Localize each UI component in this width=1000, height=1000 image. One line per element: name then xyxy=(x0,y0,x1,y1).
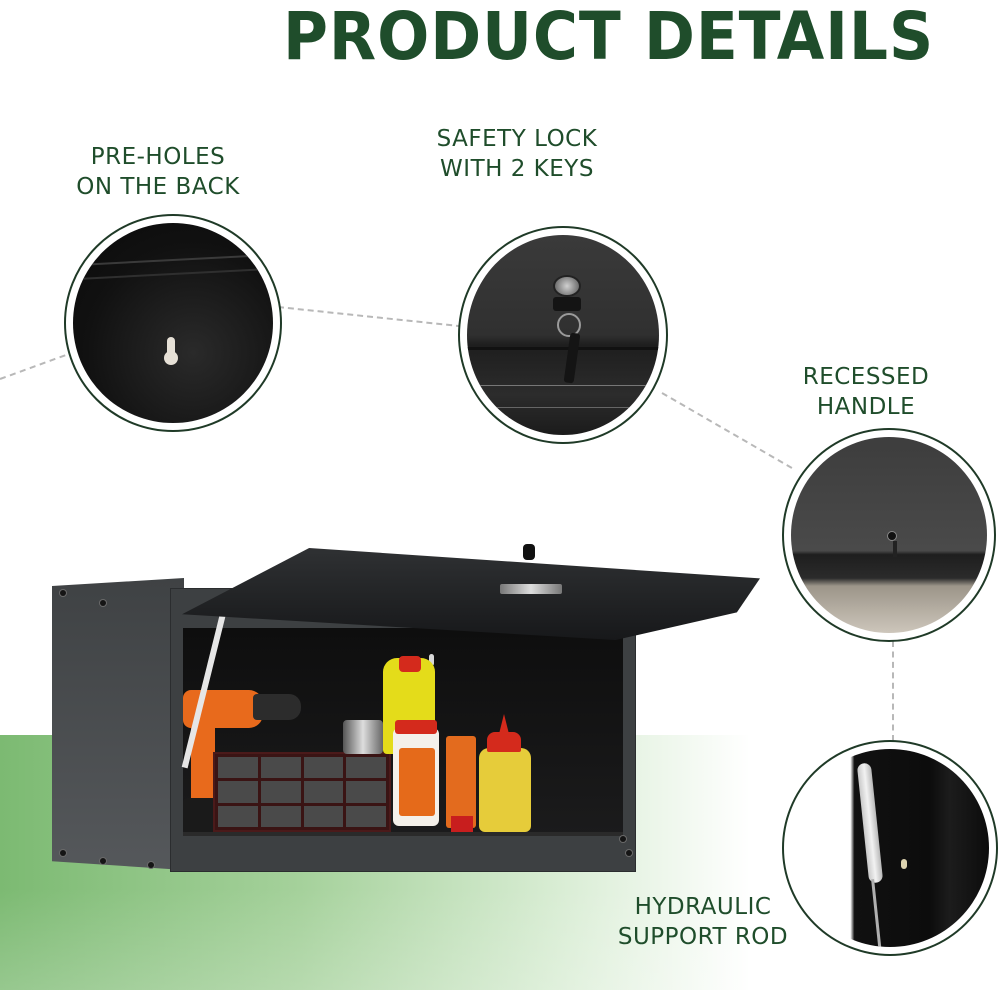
chalk-bottle xyxy=(479,748,531,832)
gas-strut-icon xyxy=(856,762,884,884)
callout-pre-holes xyxy=(64,214,282,432)
callout-recessed-handle xyxy=(782,428,996,642)
lock-cylinder-icon xyxy=(553,275,581,297)
connector-line xyxy=(277,306,463,328)
keyhole-icon xyxy=(167,337,175,357)
cabinet-interior xyxy=(181,611,623,836)
cabinet-side-panel xyxy=(52,578,184,870)
wood-filler-tube xyxy=(446,736,476,828)
door-latch xyxy=(500,584,562,594)
page-title: PRODUCT DETAILS xyxy=(283,0,935,75)
parts-organizer xyxy=(213,752,391,832)
handle-lock-icon xyxy=(887,531,897,541)
callout-safety-lock xyxy=(458,226,668,444)
connector-line xyxy=(892,641,894,741)
door-lock-icon xyxy=(523,544,535,560)
connector-line xyxy=(0,350,76,380)
key-icon xyxy=(553,297,581,311)
callout-hydraulic-rod xyxy=(782,740,998,956)
